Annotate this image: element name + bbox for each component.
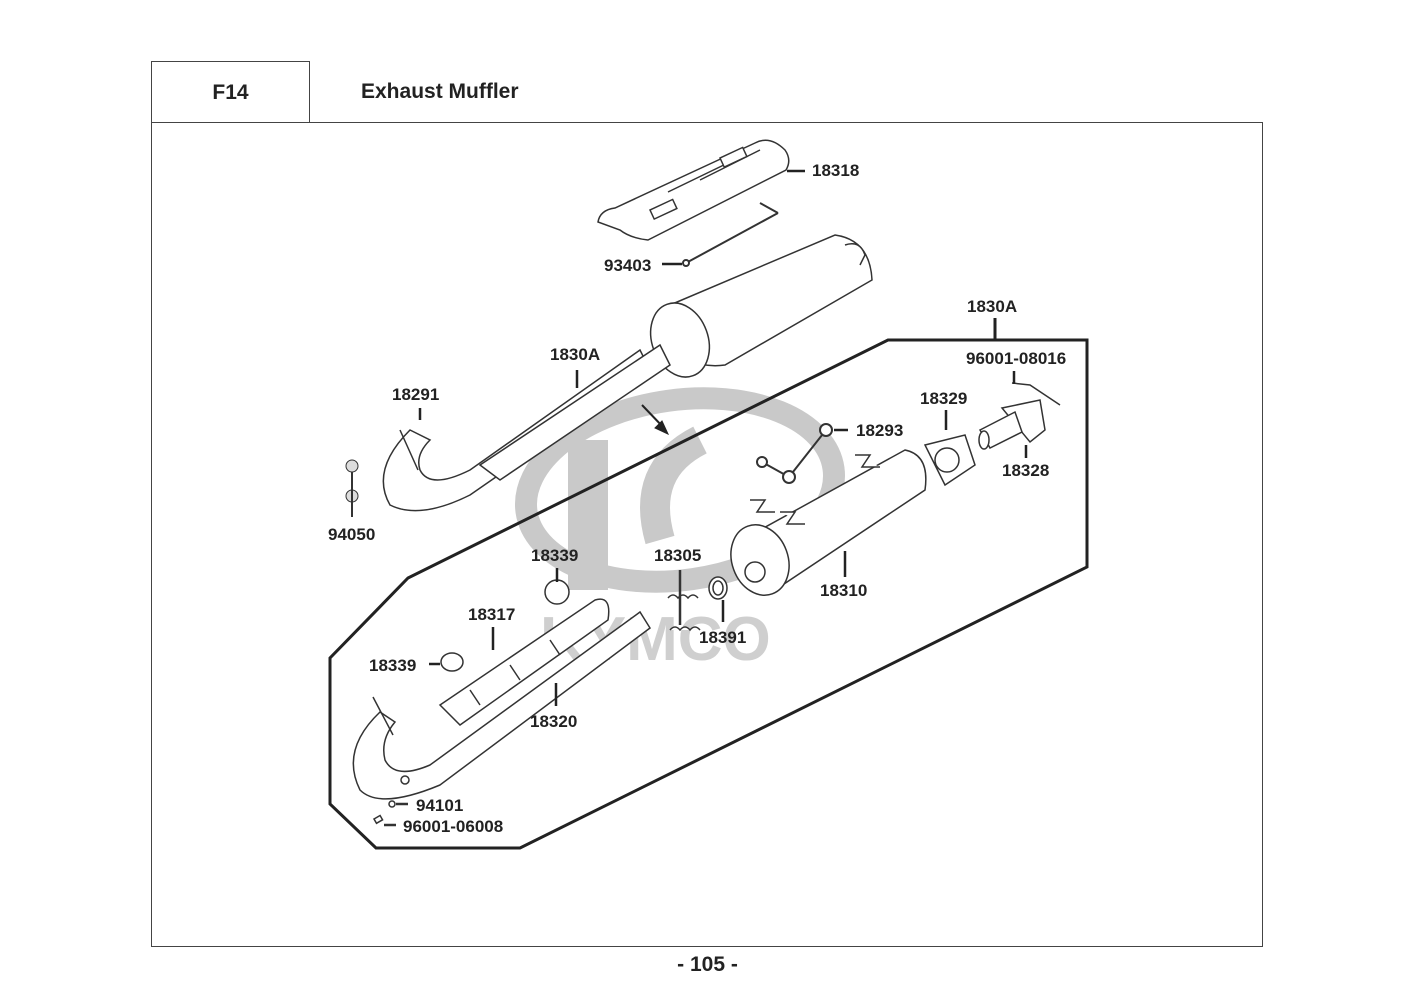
ring-18391 [708,576,728,600]
part-label-94050: 94050 [328,525,376,544]
part-label-18320: 18320 [530,712,578,731]
nut-94101 [388,800,408,808]
page-number: - 105 - [677,953,738,976]
exhaust-pipe-18320 [352,610,652,800]
part-label-18291: 18291 [392,385,440,404]
part-label-18391: 18391 [699,628,747,647]
part-label-1830A-exploded: 1830A [967,297,1018,316]
page-title: Exhaust Muffler [361,80,519,103]
part-label-18339-left: 18339 [369,656,417,675]
muffler-18310 [730,449,927,596]
part-label-18305: 18305 [654,546,702,565]
exhaust-pipe-assembled [382,343,671,512]
part-label-18328: 18328 [1002,461,1050,480]
rubber-mount-18293 [756,423,833,484]
heat-shield-top [597,139,790,241]
direction-arrow [641,404,670,436]
gasket-18329 [923,434,976,487]
part-label-1830A-assembled: 1830A [550,345,601,364]
flange-18328 [978,382,1061,450]
kymco-watermark: KYMCO [514,387,846,674]
part-label-18310: 18310 [820,581,868,600]
diagram-frame [151,122,1263,947]
part-label-93403: 93403 [604,256,652,275]
clamp-18339 [440,579,570,672]
header-divider [309,61,310,123]
part-label-18318: 18318 [812,161,860,180]
part-label-94101: 94101 [416,796,464,815]
part-label-18293: 18293 [856,421,904,440]
bolt-96001-06008 [372,814,396,827]
strap-93403 [682,202,779,267]
heat-shield-18317 [438,598,610,726]
spring-18305 [667,570,701,632]
part-label-18339-top: 18339 [531,546,579,565]
nut-94050 [345,459,359,517]
exploded-assembly-outline [328,338,1089,850]
part-label-18317: 18317 [468,605,516,624]
part-label-96001-08016: 96001-08016 [966,349,1067,368]
section-code: F14 [212,80,249,104]
part-label-96001-06008: 96001-06008 [403,817,504,836]
part-label-18329: 18329 [920,389,968,408]
muffler-assembled [649,234,873,378]
